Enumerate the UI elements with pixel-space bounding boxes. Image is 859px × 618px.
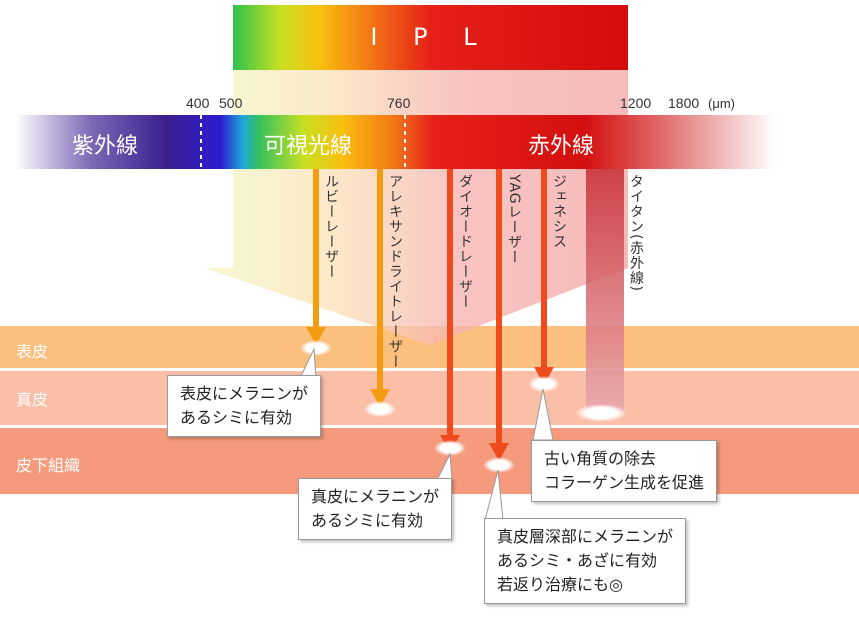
wavelength-500: 500: [219, 95, 243, 111]
layer-subcutis-label: 皮下組織: [16, 456, 81, 475]
spectrum-band: [15, 115, 775, 169]
laser-yag-label: YAGレーザー: [506, 174, 522, 265]
callout-deep-dermis: 真皮層深部にメラニンが あるシミ・あざに有効 若返り治療にも◎: [484, 518, 687, 604]
callout-genesis-effect: 古い角質の除去 コラーゲン生成を促進: [531, 440, 718, 502]
dermis-layer: [0, 371, 859, 425]
layer-epidermis-label: 表皮: [16, 342, 49, 361]
yag-arrow: [489, 169, 509, 461]
titan-bar: [586, 169, 624, 411]
laser-diode-label: ダイオードレーザー: [457, 174, 473, 309]
layer-dermis-label: 真皮: [16, 390, 49, 409]
titan-glow: [575, 404, 627, 422]
laser-alexandrite-label: アレキサンドライトレーザー: [387, 174, 403, 369]
callout-epidermis-melanin: 表皮にメラニンが あるシミに有効: [167, 375, 322, 437]
wavelength-unit: (μm): [708, 96, 735, 111]
ipl-bar: [233, 5, 628, 70]
ruby-glow: [300, 340, 332, 356]
laser-genesis-label: ジェネシス: [551, 174, 567, 249]
laser-ruby-label: ルビーレーザー: [323, 174, 339, 279]
wavelength-1200: 1200: [620, 95, 652, 111]
ruby-arrow: [306, 169, 326, 345]
wavelength-400: 400: [186, 95, 210, 111]
wavelength-1800: 1800: [668, 95, 700, 111]
callout-dermis-melanin: 真皮にメラニンが あるシミに有効: [298, 478, 453, 540]
ipl-label: I P L: [370, 23, 491, 51]
genesis-glow: [528, 376, 560, 392]
wavelength-760: 760: [387, 95, 411, 111]
alexandrite-arrow: [370, 169, 390, 407]
region-uv-label: 紫外線: [72, 134, 139, 159]
yag-glow: [483, 457, 515, 473]
region-ir-label: 赤外線: [528, 134, 595, 159]
diode-glow: [434, 440, 466, 456]
region-visible-label: 可視光線: [264, 134, 353, 159]
laser-titan-label: タイタン(赤外線): [628, 174, 644, 292]
alexandrite-glow: [364, 401, 396, 417]
